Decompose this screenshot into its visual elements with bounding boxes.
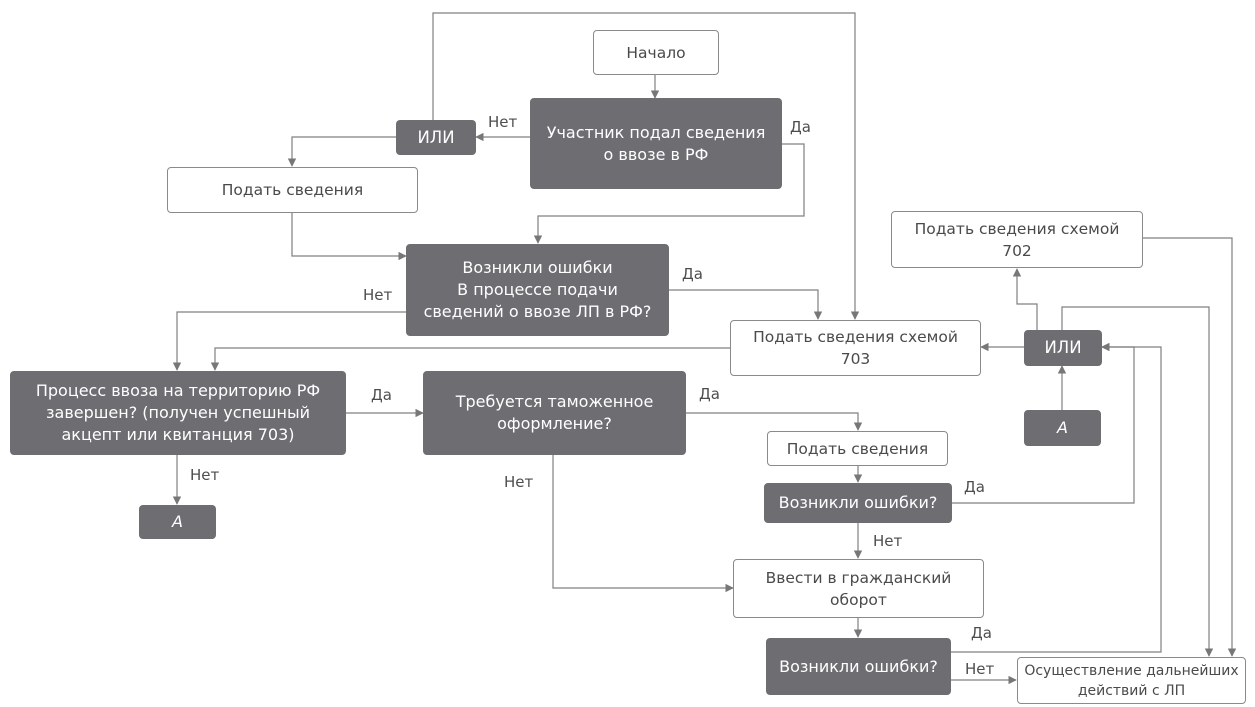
arrow-submit-to-errors bbox=[291, 213, 407, 261]
label-net-submitted: Нет bbox=[488, 113, 518, 131]
arrow-customs-da-to-submit2 bbox=[685, 412, 863, 431]
node-or-right: ИЛИ bbox=[1024, 330, 1102, 366]
label-da-errors-3: Да bbox=[971, 624, 992, 642]
node-process-done: Процесс ввоза на территорию РФ завершен?… bbox=[10, 371, 346, 455]
arrow-submitted-da-to-errors bbox=[533, 143, 805, 244]
label-da-process: Да bbox=[371, 386, 392, 404]
arrow-or-right-to-further bbox=[1061, 306, 1214, 657]
arrow-scheme703-to-process bbox=[210, 347, 731, 371]
node-errors-submit: Возникли ошибки В процессе подачи сведен… bbox=[406, 244, 669, 336]
node-submit-info: Подать сведения bbox=[167, 167, 418, 213]
node-submitted: Участник подал сведения о ввозе в РФ bbox=[530, 98, 782, 189]
arrow-errors3-da-to-or-right bbox=[951, 342, 1162, 653]
node-scheme-702: Подать сведения схемой 702 bbox=[891, 211, 1143, 268]
arrow-errors-da-to-scheme703 bbox=[669, 289, 823, 320]
label-da-customs: Да bbox=[699, 385, 720, 403]
arrow-or-to-submit bbox=[287, 136, 396, 167]
label-da-errors-2: Да bbox=[964, 478, 985, 496]
node-submit-info-2: Подать сведения bbox=[767, 431, 948, 466]
arrow-or-to-scheme703 bbox=[432, 12, 860, 320]
arrow-customs-net-to-circulation bbox=[552, 455, 734, 593]
node-a-right: А bbox=[1024, 410, 1101, 446]
label-da-errors-submit: Да bbox=[682, 265, 703, 283]
node-errors-3: Возникли ошибки? bbox=[766, 638, 951, 695]
arrow-scheme702-to-further bbox=[1143, 237, 1237, 657]
label-da-submitted: Да bbox=[790, 118, 811, 136]
label-net-customs: Нет bbox=[504, 473, 534, 491]
node-a-left: А bbox=[139, 505, 216, 539]
arrow-errors-net-to-process bbox=[172, 311, 406, 371]
node-customs: Требуется таможенное оформление? bbox=[423, 371, 686, 455]
node-scheme-703: Подать сведения схемой 703 bbox=[730, 320, 981, 376]
arrow-or-right-to-scheme702 bbox=[1012, 268, 1038, 330]
node-errors-2: Возникли ошибки? bbox=[764, 483, 952, 523]
node-further-actions: Осуществление дальнейших действий с ЛП bbox=[1017, 657, 1246, 704]
label-net-process: Нет bbox=[190, 466, 220, 484]
label-net-errors-3: Нет bbox=[965, 660, 995, 678]
node-start: Начало bbox=[593, 30, 719, 75]
label-net-errors-2: Нет bbox=[873, 532, 903, 550]
node-or-left: ИЛИ bbox=[396, 120, 476, 155]
label-net-errors-submit: Нет bbox=[363, 286, 393, 304]
node-circulation: Ввести в гражданский оборот bbox=[733, 559, 984, 618]
